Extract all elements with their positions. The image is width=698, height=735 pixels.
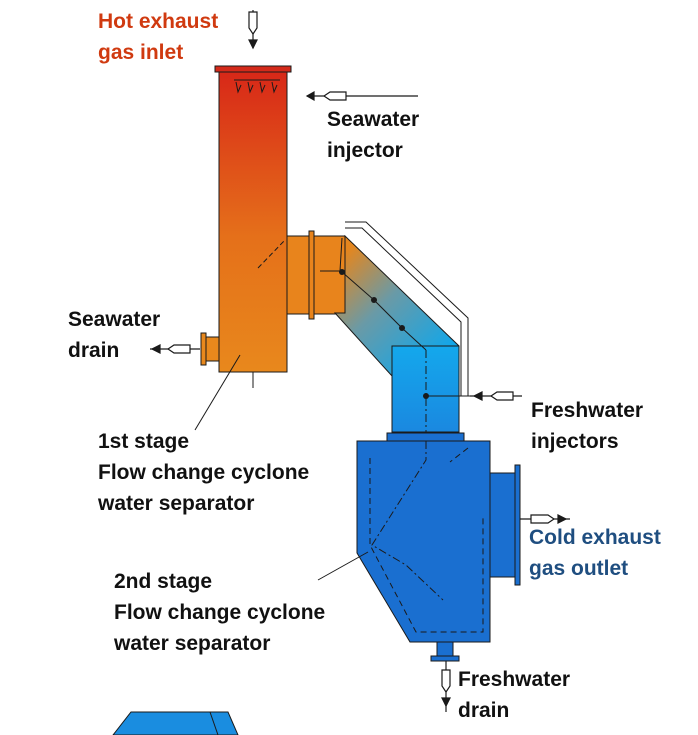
injector-line-2 [341,271,375,301]
hot-inlet-arrow-icon [248,10,258,50]
injector-line-3 [373,299,403,329]
freshwater-pipe-inner [345,227,462,396]
label-line: water separator [98,492,255,515]
seawater-injector-nozzles [234,79,280,94]
label-line: drain [458,699,510,722]
seawater-drain-label: Seawater drain [68,304,160,366]
injector-line-4 [401,327,427,351]
label-line: injector [327,139,403,162]
cold-exhaust-gas-outlet-label: Cold exhaust gas outlet [529,522,661,584]
second-stage-separator [356,432,521,662]
seawater-drain-arrow-icon [150,344,200,354]
second-stage-label: 2nd stage Flow change cyclone water sepa… [114,566,325,659]
inlet-flange [214,65,292,73]
hot-exhaust-gas-inlet-label: Hot exhaust gas inlet [98,6,218,68]
elbow-horizontal [286,235,346,315]
drain-neck [436,641,454,657]
inner-cyclone [369,458,484,633]
first-stage-leader [194,354,241,431]
label-line: Cold exhaust [529,526,661,549]
freshwater-pipe [345,221,469,396]
nozzle-point [399,325,405,331]
nozzle-point [371,297,377,303]
cold-outlet-arrow-icon [520,514,570,524]
label-line: Flow change cyclone [98,461,310,484]
label-line: Hot exhaust [98,10,219,33]
label-line: Freshwater [458,668,571,691]
nozzle-point [339,269,345,275]
internal-baffle [257,239,286,269]
seawater-injector-label: Seawater injector [327,104,419,166]
label-line: gas inlet [98,41,184,64]
freshwater-injectors-label: Freshwater injectors [531,395,643,457]
freshwater-drain-label: Freshwater drain [458,664,570,726]
separator-top-flange [386,432,465,442]
label-line: Flow change cyclone [114,601,326,624]
lower-equipment-edge [209,711,219,735]
label-line: Seawater [68,308,161,331]
label-line: Freshwater [531,399,644,422]
label-line: 1st stage [98,430,190,453]
label-line: gas outlet [529,557,629,580]
outlet-flange [514,464,521,586]
freshwater-injector-arrow-icon [470,391,522,401]
label-line: 2nd stage [114,570,213,593]
column-body [218,71,288,373]
elbow-flange [308,230,315,320]
drain-flange [430,655,460,662]
label-line: Seawater [327,108,420,131]
label-line: water separator [114,632,271,655]
lower-equipment [112,711,239,735]
first-stage-label: 1st stage Flow change cyclone water sepa… [98,426,309,519]
transfer-elbow [286,221,520,445]
inner-baffle [449,447,469,463]
separator-body [356,440,491,643]
label-line: drain [68,339,120,362]
outlet-nozzle [489,472,516,578]
second-stage-leader [317,551,369,581]
seawater-drain-stub [204,336,220,362]
flow-path [371,441,444,601]
seawater-drain-flange [200,332,207,366]
seawater-injector-arrow-icon [305,90,418,102]
first-stage-column [200,65,292,388]
freshwater-drain-arrow-icon [441,661,451,712]
label-line: injectors [531,430,619,453]
